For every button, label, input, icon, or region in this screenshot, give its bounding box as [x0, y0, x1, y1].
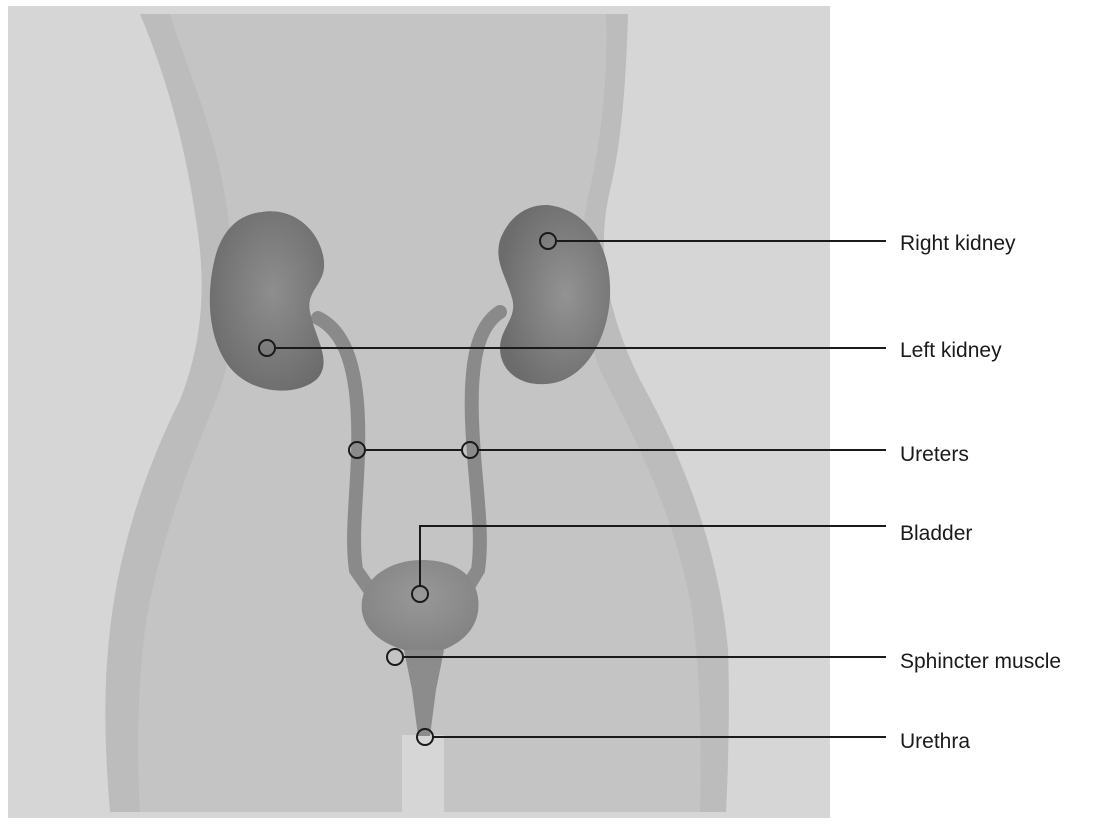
- label-sphincter-muscle: Sphincter muscle: [900, 650, 1061, 673]
- label-bladder: Bladder: [900, 522, 972, 545]
- label-ureters: Ureters: [900, 443, 969, 466]
- label-left-kidney: Left kidney: [900, 339, 1002, 362]
- label-right-kidney: Right kidney: [900, 232, 1016, 255]
- label-urethra: Urethra: [900, 730, 970, 753]
